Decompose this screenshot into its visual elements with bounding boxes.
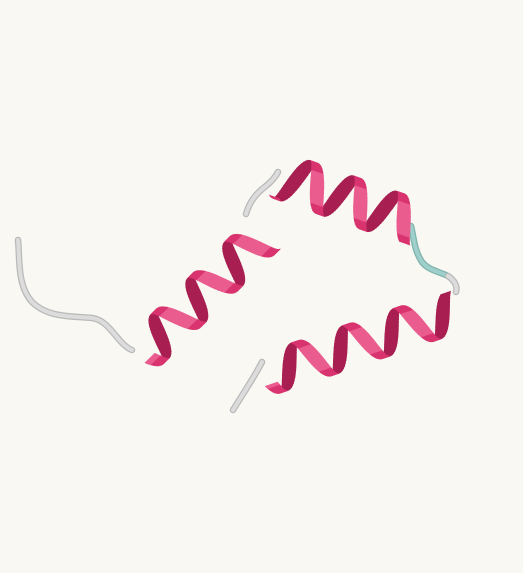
helix-1 bbox=[144, 233, 281, 367]
helix-front-face bbox=[393, 305, 404, 309]
helix-front-face bbox=[291, 339, 302, 344]
helix-front-face bbox=[357, 227, 368, 232]
coil-segment-0 bbox=[16, 238, 134, 352]
coil-segments bbox=[14, 168, 460, 414]
helix-front-face bbox=[270, 196, 281, 202]
coil-segment-1 bbox=[244, 170, 280, 216]
coil-segment-4 bbox=[231, 360, 264, 412]
helix-3 bbox=[264, 290, 452, 394]
helix-2 bbox=[268, 159, 411, 246]
helix-front-face bbox=[161, 357, 170, 366]
turn-segment-2 bbox=[409, 224, 450, 278]
helix-front-face bbox=[271, 249, 280, 257]
helix-front-face bbox=[398, 238, 411, 246]
coil-segment-3 bbox=[446, 274, 459, 294]
helix-front-face bbox=[264, 381, 281, 389]
helix-front-face bbox=[342, 322, 353, 327]
helix-front-face bbox=[197, 321, 207, 330]
helix-front-face bbox=[234, 285, 244, 293]
helix-front-face bbox=[314, 211, 325, 217]
